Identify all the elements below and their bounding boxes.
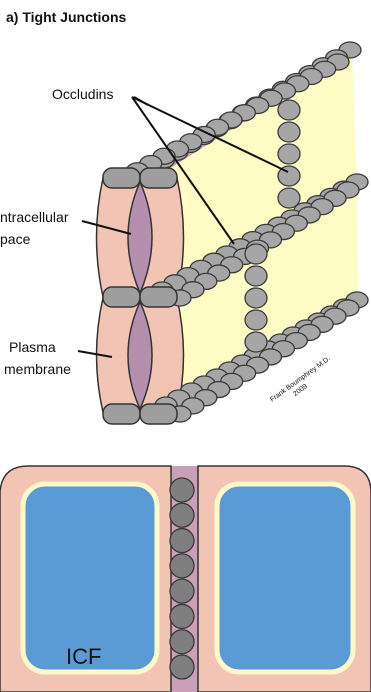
- occludins-label: Occludins: [52, 86, 113, 102]
- intracellular-space-label-line2: pace: [0, 231, 31, 247]
- bead-chain-vertical-lower: [245, 244, 267, 352]
- author-credit: Frank Boumphrey M.D. 2009: [269, 355, 337, 411]
- figure-title: a) Tight Junctions: [6, 9, 127, 25]
- junction-bead: [170, 503, 194, 527]
- icf-label: ICF: [66, 644, 101, 669]
- junction-bead: [170, 554, 194, 578]
- junction-bead: [170, 478, 194, 502]
- occludin-bead: [245, 244, 267, 264]
- tight-junction-3d-illustration: a) Tight Junctions Occludins ntracellula…: [0, 9, 368, 424]
- junction-bead: [170, 529, 194, 553]
- cell-cross-section: ICF: [0, 466, 371, 692]
- occludin-bead: [245, 310, 267, 330]
- occludin-bead: [245, 266, 267, 286]
- plasma-membrane-label-line1: Plasma: [9, 339, 56, 355]
- occludin-bead: [245, 332, 267, 352]
- occludin-bead: [278, 188, 300, 208]
- occludin-bead: [278, 122, 300, 142]
- occludin-bead: [278, 100, 300, 120]
- bead-chain-vertical-upper: [278, 100, 300, 208]
- intracellular-space-label-line1: ntracellular: [0, 209, 69, 225]
- occludin-bead: [245, 288, 267, 308]
- junction-bead: [170, 630, 194, 654]
- junction-bead: [170, 604, 194, 628]
- junction-bead: [170, 655, 194, 679]
- occludin-bead: [278, 144, 300, 164]
- junction-bead: [170, 579, 194, 603]
- plasma-membrane-label-line2: membrane: [4, 361, 71, 377]
- right-cell-icf: [217, 484, 353, 672]
